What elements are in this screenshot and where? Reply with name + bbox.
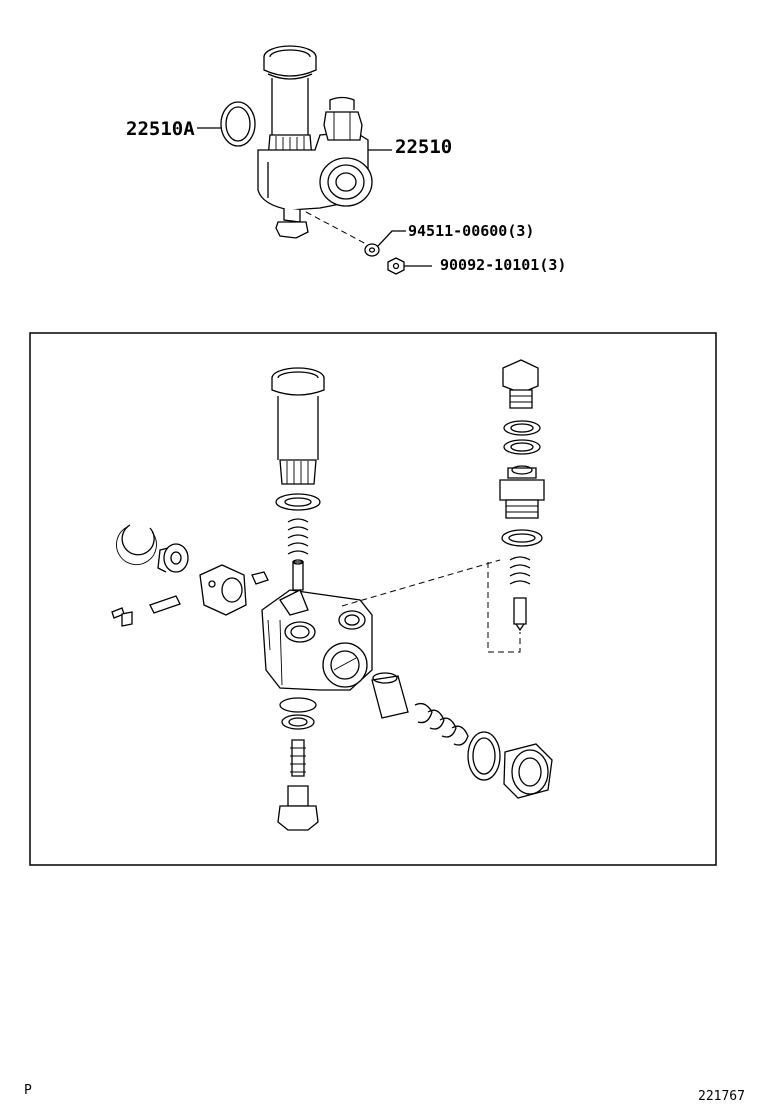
label-22510: 22510 (395, 136, 452, 158)
pump-assembly (220, 45, 405, 275)
exploded-view (111, 359, 553, 831)
exploded-view-frame (29, 332, 717, 866)
label-nut-part-number: 90092-10101(3) (440, 256, 566, 274)
footer-left-mark: P (24, 1083, 32, 1098)
nut-part (387, 257, 405, 275)
figure-number: 221767 (698, 1089, 745, 1104)
leader-washer (377, 230, 406, 247)
label-washer-part-number: 94511-00600(3) (408, 222, 534, 240)
washer-part (364, 243, 380, 257)
label-22510a: 22510A (126, 118, 195, 140)
